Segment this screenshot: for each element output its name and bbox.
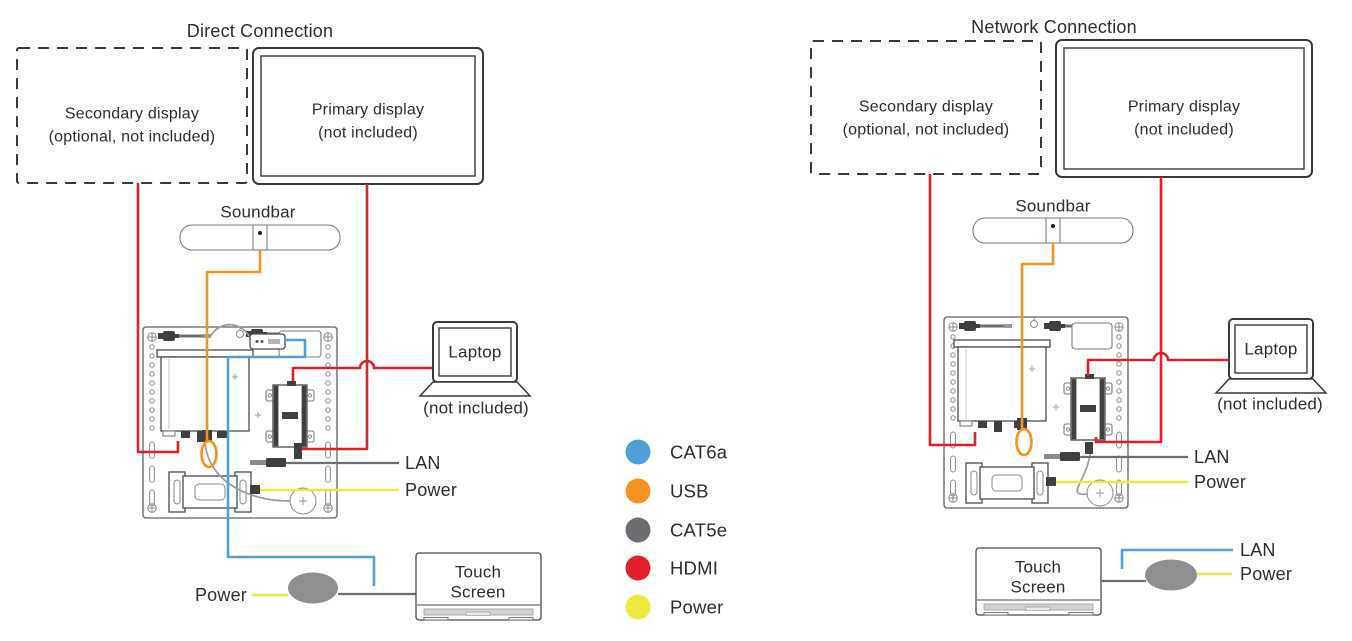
legend-dot-usb: [625, 478, 651, 504]
usb-cable: [205, 250, 262, 441]
hdmi-cable-secondary: [136, 183, 180, 454]
secondary-display-note: (optional, not included): [49, 129, 216, 146]
primary-display-label: Primary display: [312, 102, 424, 119]
legend-label-usb: USB: [670, 481, 709, 502]
usb-dongle-icon: [249, 333, 286, 350]
primary-display-note: (not included): [1134, 122, 1234, 139]
lan-plug-tip: [1044, 454, 1060, 459]
soundbar-label: Soundbar: [1015, 197, 1090, 216]
soundbar-icon: [179, 224, 341, 251]
legend-dot-cat5e: [625, 517, 651, 543]
hdmi-cable-laptop: [291, 359, 433, 381]
usb-pigtail-cable: [209, 323, 253, 341]
hdmi-extender-device: [1063, 373, 1113, 441]
primary-display-note: (not included): [318, 125, 418, 142]
lan-port: [1085, 442, 1093, 454]
hdmi-cable-secondary: [928, 174, 977, 447]
touch-lan-label: LAN: [1240, 540, 1276, 560]
power-label: Power: [1194, 472, 1246, 492]
laptop-note: (not included): [1217, 395, 1323, 414]
legend-label-power: Power: [670, 597, 723, 618]
touch-power-label: Power: [1240, 564, 1292, 584]
usb-cable: [1020, 243, 1055, 429]
power-supply-device: [168, 471, 252, 513]
laptop-label: Laptop: [1244, 340, 1297, 359]
codec-device: [156, 349, 254, 443]
touch-screen-label2: Screen: [450, 583, 505, 602]
cat6a-cable: [226, 338, 376, 586]
legend-label-cat5e: CAT5e: [670, 520, 727, 541]
codec-device: [953, 339, 1051, 433]
soundbar-label: Soundbar: [220, 203, 295, 222]
soundbar-icon: [972, 217, 1134, 244]
power-connector: [1046, 477, 1056, 486]
poe-injector-icon: [1145, 559, 1197, 591]
network-connection-diagram: Network Connection Secondary display (op…: [810, 17, 1327, 616]
legend-dot-power: [625, 594, 651, 620]
secondary-display-box: [16, 47, 248, 184]
wall-mount-panel: [142, 323, 338, 519]
lan-label: LAN: [405, 453, 441, 473]
cable-legend: CAT6a USB CAT5e HDMI Power: [625, 439, 728, 620]
touch-screen-label: Touch: [455, 563, 501, 582]
power-label: Power: [405, 480, 457, 500]
legend-label-hdmi: HDMI: [670, 558, 718, 579]
laptop-note: (not included): [423, 399, 529, 418]
poe-injector-icon: [288, 572, 338, 604]
primary-display-screen: [1063, 47, 1305, 170]
power-supply-device: [965, 462, 1049, 504]
lan-port: [294, 443, 302, 459]
secondary-display-label: Secondary display: [65, 106, 199, 123]
wall-mount-panel: [943, 316, 1129, 509]
secondary-display-label: Secondary display: [859, 99, 993, 116]
secondary-display-note: (optional, not included): [843, 122, 1010, 139]
power-connector: [250, 485, 260, 494]
lan-plug-tip: [250, 460, 266, 465]
legend-dot-hdmi: [625, 555, 651, 581]
legend-dot-cat6a: [625, 439, 651, 465]
lan-label: LAN: [1194, 447, 1230, 467]
hdmi-extender-device: [265, 380, 315, 448]
touch-lan-cable: [1120, 548, 1233, 569]
usb-cable-loop: [1015, 427, 1033, 457]
secondary-display-box: [810, 40, 1042, 175]
hdmi-cable-laptop: [1086, 351, 1229, 376]
direct-connection-title: Direct Connection: [187, 21, 333, 41]
lan-plug: [266, 458, 286, 467]
hdmi-cable-primary: [1094, 177, 1163, 444]
direct-connection-diagram: Direct Connection Secondary display (opt…: [16, 21, 542, 621]
primary-display-screen: [260, 55, 476, 177]
network-connection-title: Network Connection: [971, 17, 1137, 37]
slack-cable: [204, 438, 291, 502]
lan-plug: [1060, 452, 1080, 461]
accessory-slot: [1071, 322, 1113, 350]
touch-power-label: Power: [195, 585, 247, 605]
primary-display-label: Primary display: [1128, 99, 1240, 116]
legend-label-cat6a: CAT6a: [670, 442, 728, 463]
usb-cable-loop: [200, 439, 218, 469]
laptop-label: Laptop: [448, 343, 501, 362]
touch-screen-label2: Screen: [1010, 578, 1065, 597]
primary-display-box: [1055, 39, 1313, 178]
touch-screen-label: Touch: [1015, 558, 1061, 577]
